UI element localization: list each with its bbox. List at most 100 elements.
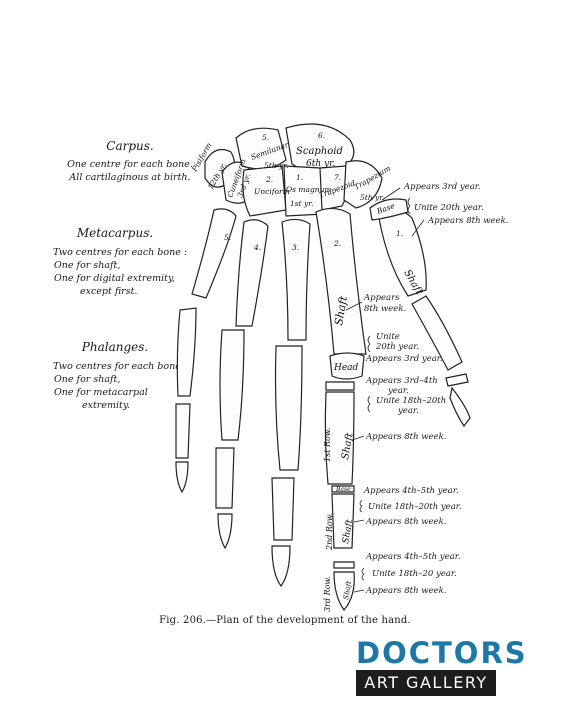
trapezium-age: 5th yr. [360, 193, 384, 202]
metacarpus-notes: Two centres for each bone : One for shaf… [40, 246, 200, 298]
brace-r3-unite [361, 567, 365, 581]
thumb-unite-20th: Unite 20th year. [414, 203, 484, 213]
ring-middle [215, 447, 235, 509]
thumb-base [369, 198, 409, 221]
brace-r1-unite [367, 395, 371, 413]
phalanges-note-3: One for metacarpal [54, 387, 148, 398]
pointer-r2-8w [353, 519, 365, 523]
thumb-appears-3rd: Appears 3rd year. [404, 182, 481, 192]
brace-r2-unite [359, 499, 363, 513]
metacarpus-note-3: One for digital extremity, [54, 273, 176, 284]
metacarpus-note-1: Two centres for each bone : [52, 247, 188, 258]
row3-appears-4th-5th: Appears 4th–5th year. [366, 552, 461, 562]
scaphoid-age: 6th yr. [306, 159, 335, 169]
scaphoid-num: 6. [318, 131, 325, 140]
pointer-thumb-3rd [381, 187, 401, 201]
brace-thumb-unite [407, 197, 411, 215]
meta-3-label: 3. [292, 243, 299, 252]
pointer-r3-8w [353, 589, 365, 593]
head-label: Head [333, 363, 359, 373]
unciform-bone [242, 165, 287, 217]
phalanges-note-4: extremity. [82, 400, 130, 411]
scaphoid-label: Scaphoid [296, 146, 343, 157]
row1-unite-year: year. [398, 406, 419, 416]
metacarpus-heading: Metacarpus. [76, 226, 154, 240]
meta-appears-3rd: Appears 3rd year. [366, 354, 443, 364]
index-proximal [324, 391, 355, 485]
index-middle [331, 493, 355, 549]
middle-middle [271, 477, 295, 541]
index-dist-cap [333, 561, 355, 569]
row1-label: 1st Row. [323, 428, 332, 462]
meta-20th-year: 20th year. [376, 342, 420, 352]
meta-8th-week: 8th week. [364, 304, 407, 314]
little-proximal [176, 307, 197, 397]
row1-appears-8th-week: Appears 8th week. [366, 432, 447, 442]
middle-proximal [274, 345, 303, 471]
metacarpal-head [329, 352, 365, 380]
row3-label: 3rd Row. [323, 576, 332, 612]
carpus-note-2: All cartilaginous at birth. [69, 172, 191, 183]
pointer-r1-8w [351, 435, 365, 441]
phalanges-note-2: One for shaft, [54, 374, 121, 385]
pointer-thumb-8w [411, 219, 425, 237]
phalanges-heading: Phalanges. [81, 340, 149, 354]
meta-5-label: 5. [224, 233, 231, 242]
meta-2-label: 2. [333, 239, 341, 248]
gallery-logo: DOCTORS ART GALLERY [356, 636, 528, 696]
row3-shaft-label: Shaft [342, 580, 353, 600]
thumb-distal [449, 386, 471, 428]
little-distal [175, 461, 189, 494]
thumb-1-label: 1. [396, 229, 403, 238]
metacarpal-3 [281, 218, 311, 341]
unciform-label: Unciform [254, 187, 290, 196]
row1-year: year. [388, 386, 409, 396]
trapezoid-num: 7. [334, 173, 341, 182]
magnum-num: 1. [296, 173, 303, 182]
ring-proximal [219, 329, 245, 441]
thumb-distal-cap [445, 373, 469, 387]
semilunar-bone [235, 127, 287, 170]
row2-shaft-label: Shaft [341, 519, 355, 545]
metacarpal-2 [315, 207, 367, 355]
row3-unite: Unite 18th–20 year. [372, 569, 457, 579]
magnum-age: 1st yr. [290, 199, 313, 208]
row1-shaft-label: Shaft [340, 431, 356, 460]
thumb-proximal [411, 295, 463, 371]
row2-appears-8th-week: Appears 8th week. [366, 517, 447, 527]
unciform-num: 2. [265, 175, 273, 184]
magnum-label: Os magnum [286, 185, 332, 194]
row3-appears-8th-week: Appears 8th week. [366, 586, 447, 596]
row2-base-label: Base [335, 486, 351, 493]
metacarpal-5 [191, 208, 237, 299]
row1-unite: Unite 18th–20th [376, 396, 447, 406]
hand-diagram: Pisiform 12th yr. Cuneiform 3rd yr. 5. S… [175, 123, 471, 612]
row2-appears-4th-5th: Appears 4th–5th year. [364, 486, 459, 496]
row2-label: 2nd Row. [325, 513, 334, 551]
logo-doctors: DOCTORS [356, 636, 528, 670]
semilunar-num: 5. [262, 133, 269, 142]
pointer-meta-8w [345, 301, 363, 311]
metacarpus-note-2: One for shaft, [54, 260, 121, 271]
metacarpal-4 [235, 219, 269, 327]
index-distal [333, 571, 355, 611]
middle-distal [271, 545, 291, 588]
index-shaft-label: Shaft [332, 294, 350, 326]
semilunar-age: 5th yr. [264, 161, 288, 170]
phalanges-notes: Two centres for each bone : One for shaf… [40, 360, 200, 412]
trapezium-bone [343, 160, 383, 209]
carpus-note-1: One centre for each bone. [67, 159, 193, 170]
carpus-heading: Carpus. [106, 139, 154, 153]
logo-art-gallery: ART GALLERY [356, 670, 496, 696]
metacarpus-note-4: except first. [80, 286, 138, 297]
phalanges-note-1: Two centres for each bone : [52, 361, 188, 372]
carpus-notes: One centre for each bone. All cartilagin… [45, 158, 215, 184]
row1-appears-3rd-4th: Appears 3rd–4th [366, 376, 438, 386]
index-base-cap [325, 381, 355, 391]
brace-meta-unite [367, 335, 371, 353]
ring-distal [217, 513, 233, 550]
meta-4-label: 4. [253, 243, 261, 252]
row2-unite: Unite 18th–20th year. [368, 502, 462, 512]
meta-unite: Unite [376, 332, 400, 342]
thumb-appears-8th-week: Appears 8th week. [428, 216, 509, 226]
